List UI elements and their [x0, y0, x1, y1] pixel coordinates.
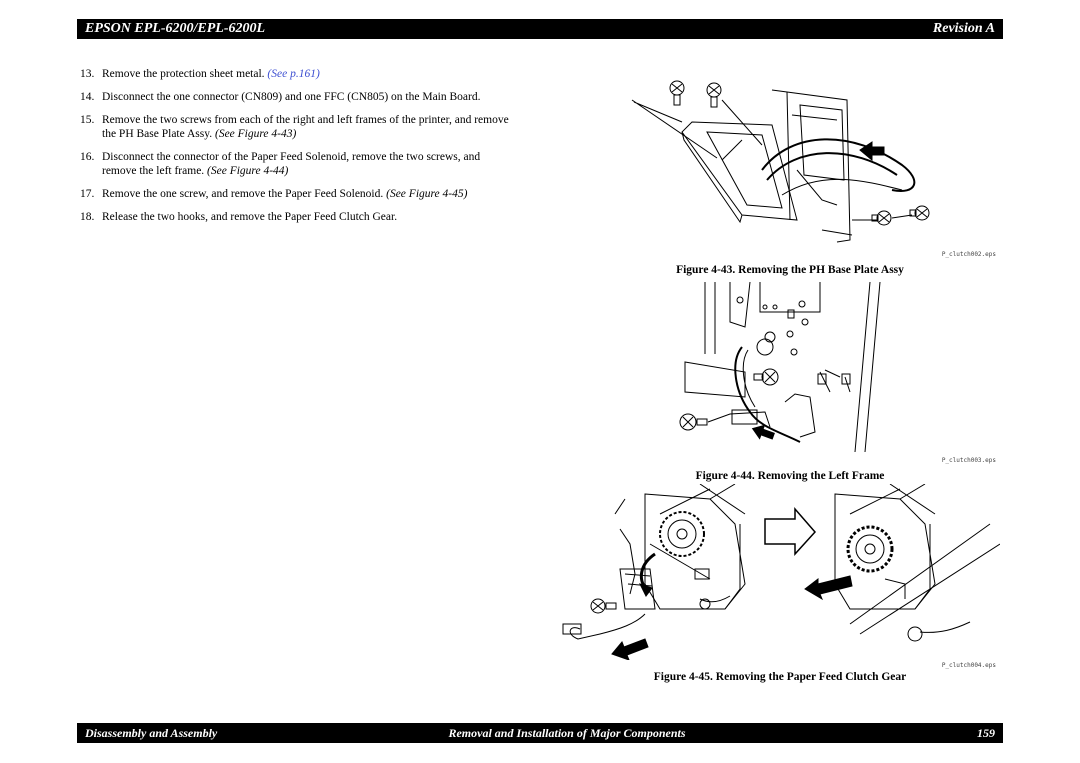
see-figure-link[interactable]: (See Figure 4-45) — [386, 188, 468, 200]
figure-caption: Figure 4-43. Removing the PH Base Plate … — [676, 264, 904, 276]
step-17: 17. Remove the one screw, and remove the… — [80, 188, 468, 200]
direction-arrow-icon — [612, 639, 648, 660]
figure-file-name: P_clutch003.eps — [941, 457, 996, 464]
figure-caption: Figure 4-44. Removing the Left Frame — [695, 470, 885, 482]
see-page-link[interactable]: (See p.161) — [267, 68, 320, 80]
clutch-gear-illustration — [560, 484, 1000, 660]
gear-icon — [660, 512, 704, 556]
left-frame-illustration — [670, 282, 900, 454]
chapter-title: Removal and Installation of Major Compon… — [448, 725, 686, 740]
screw-icon — [680, 414, 707, 430]
section-title: Disassembly and Assembly — [85, 725, 218, 740]
page-header: EPSON EPL-6200/EPL-6200L Revision A — [77, 19, 1003, 39]
next-step-arrow-icon — [765, 509, 815, 554]
gear-icon — [848, 527, 892, 571]
screw-icon — [591, 599, 616, 613]
see-figure-link[interactable]: (See Figure 4-44) — [207, 165, 289, 177]
revision-label: Revision A — [932, 21, 995, 36]
manual-title: EPSON EPL-6200/EPL-6200L — [85, 21, 266, 36]
screw-icon — [910, 206, 929, 220]
ph-base-plate-illustration — [622, 70, 1002, 248]
page-footer: Disassembly and Assembly Removal and Ins… — [77, 723, 1003, 743]
screw-icon — [872, 211, 891, 225]
page-number: 159 — [977, 725, 995, 740]
screw-icon — [754, 369, 778, 385]
step-14: 14. Disconnect the one connector (CN809)… — [80, 91, 481, 103]
direction-arrow-icon — [640, 584, 652, 596]
see-figure-link[interactable]: (See Figure 4-43) — [214, 128, 297, 140]
direction-arrow-icon — [750, 422, 775, 443]
step-15: 15. Remove the two screws from each of t… — [80, 114, 509, 140]
step-16: 16. Disconnect the connector of the Pape… — [80, 151, 481, 177]
figure-file-name: P_clutch004.eps — [941, 662, 996, 669]
direction-arrow-icon — [860, 142, 884, 160]
figure-file-name: P_clutch002.eps — [941, 251, 996, 258]
direction-arrow-icon — [805, 576, 852, 599]
screw-icon — [670, 81, 684, 105]
step-18: 18. Release the two hooks, and remove th… — [80, 211, 398, 223]
step-13: 13. Remove the protection sheet metal. (… — [80, 68, 320, 80]
procedure-steps: 13. Remove the protection sheet metal. (… — [80, 67, 510, 233]
screw-icon — [707, 83, 721, 107]
figure-caption: Figure 4-45. Removing the Paper Feed Clu… — [653, 671, 907, 683]
